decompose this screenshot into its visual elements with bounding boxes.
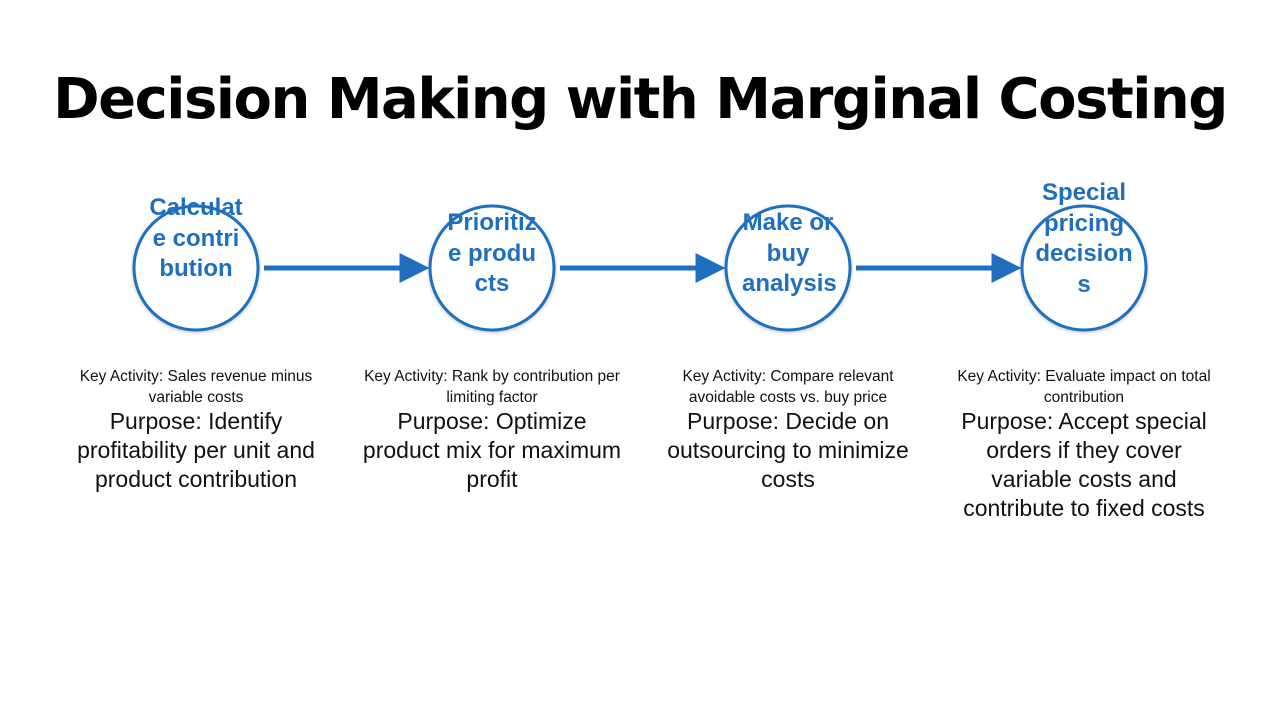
- step-circle-4: [1020, 204, 1148, 332]
- step-1-purpose: Purpose: Identify profitability per unit…: [77, 408, 315, 492]
- step-4-purpose: Purpose: Accept special orders if they c…: [961, 408, 1207, 521]
- step-circle-3: [724, 204, 852, 332]
- step-3-label: Make or buy analysis: [742, 209, 837, 297]
- step-2-purpose: Purpose: Optimize product mix for maximu…: [362, 408, 622, 492]
- step-1-label: Calculate contribution: [149, 194, 243, 282]
- step-4-key-activity: Key Activity: Evaluate impact on total c…: [957, 368, 1211, 406]
- step-2-label: Prioritize products: [447, 209, 537, 297]
- step-3-key-activity: Key Activity: Compare relevant avoidable…: [682, 368, 894, 406]
- step-circle-2: [428, 204, 556, 332]
- step-2-key-activity: Key Activity: Rank by contribution per l…: [364, 368, 620, 406]
- step-circle-1: [132, 204, 260, 332]
- step-1-key-activity: Key Activity: Sales revenue minus variab…: [79, 368, 313, 406]
- slide-title: Decision Making with Marginal Costing: [53, 67, 1228, 132]
- step-3-purpose: Purpose: Decide on outsourcing to minimi…: [667, 408, 909, 492]
- step-4-label: Special pricing decisions: [1035, 179, 1133, 298]
